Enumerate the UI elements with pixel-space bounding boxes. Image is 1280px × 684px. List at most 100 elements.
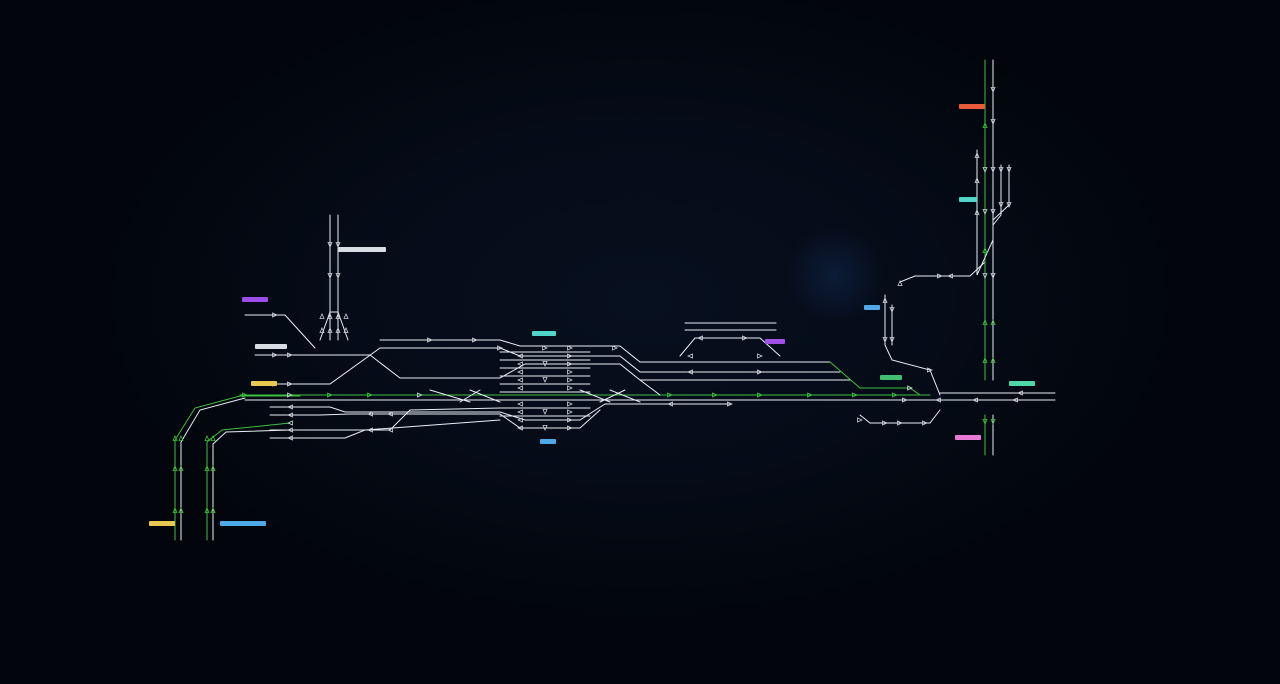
- signal-icon[interactable]: [242, 392, 248, 398]
- signal-icon[interactable]: [982, 419, 988, 425]
- signal-icon[interactable]: [982, 209, 988, 215]
- signal-icon[interactable]: [990, 209, 996, 215]
- signal-icon[interactable]: [742, 335, 748, 341]
- signal-icon[interactable]: [974, 152, 980, 158]
- signal-icon[interactable]: [727, 401, 733, 407]
- signal-icon[interactable]: [172, 507, 178, 513]
- signal-icon[interactable]: [567, 417, 573, 423]
- signal-icon[interactable]: [687, 353, 693, 359]
- crossover[interactable]: [469, 389, 501, 403]
- signal-icon[interactable]: [542, 345, 548, 351]
- signal-icon[interactable]: [387, 411, 393, 417]
- signal-icon[interactable]: [807, 392, 813, 398]
- signal-icon[interactable]: [982, 273, 988, 279]
- signal-icon[interactable]: [907, 385, 913, 391]
- signal-icon[interactable]: [972, 397, 978, 403]
- signal-icon[interactable]: [998, 167, 1004, 173]
- track-right-upper[interactable]: [679, 337, 781, 357]
- station-label[interactable]: [251, 381, 277, 386]
- track-right-upper-curve[interactable]: [899, 261, 986, 283]
- station-label[interactable]: [242, 297, 268, 302]
- signal-icon[interactable]: [990, 319, 996, 325]
- signal-icon[interactable]: [335, 242, 341, 248]
- station-label[interactable]: [959, 104, 985, 109]
- track-right-branch[interactable]: [884, 294, 941, 396]
- signal-icon[interactable]: [367, 411, 373, 417]
- track-upper-3[interactable]: [379, 339, 831, 363]
- signal-icon[interactable]: [178, 507, 184, 513]
- signal-icon[interactable]: [272, 312, 278, 318]
- track-left-approach-2[interactable]: [180, 397, 246, 541]
- signal-icon[interactable]: [667, 401, 673, 407]
- signal-icon[interactable]: [427, 337, 433, 343]
- signal-icon[interactable]: [178, 465, 184, 471]
- signal-icon[interactable]: [667, 392, 673, 398]
- station-label[interactable]: [255, 344, 287, 349]
- signal-icon[interactable]: [982, 319, 988, 325]
- signal-icon[interactable]: [517, 425, 523, 431]
- track-left-approach-1[interactable]: [174, 395, 301, 541]
- signal-icon[interactable]: [367, 392, 373, 398]
- signal-icon[interactable]: [287, 427, 293, 433]
- signal-icon[interactable]: [567, 345, 573, 351]
- station-label[interactable]: [765, 339, 785, 344]
- signal-icon[interactable]: [757, 353, 763, 359]
- signal-icon[interactable]: [210, 435, 216, 441]
- signal-icon[interactable]: [892, 392, 898, 398]
- signal-icon[interactable]: [335, 313, 341, 319]
- signal-icon[interactable]: [982, 247, 988, 253]
- track-left-approach-4[interactable]: [212, 429, 291, 541]
- signal-icon[interactable]: [922, 420, 928, 426]
- signal-icon[interactable]: [1006, 167, 1012, 173]
- signal-icon[interactable]: [172, 435, 178, 441]
- signal-icon[interactable]: [882, 297, 888, 303]
- signal-icon[interactable]: [272, 352, 278, 358]
- signal-icon[interactable]: [517, 353, 523, 359]
- track-lower-1[interactable]: [269, 403, 731, 421]
- signal-icon[interactable]: [1012, 397, 1018, 403]
- signal-icon[interactable]: [567, 377, 573, 383]
- track-left-approach-3[interactable]: [206, 422, 291, 541]
- signal-icon[interactable]: [757, 369, 763, 375]
- crossover[interactable]: [459, 389, 481, 403]
- station-label[interactable]: [959, 197, 977, 202]
- signal-icon[interactable]: [287, 381, 293, 387]
- track-east-ladder-3[interactable]: [992, 164, 1010, 221]
- signal-icon[interactable]: [542, 361, 548, 367]
- signal-icon[interactable]: [327, 327, 333, 333]
- track-right-green[interactable]: [829, 361, 921, 396]
- signal-icon[interactable]: [517, 409, 523, 415]
- crossover[interactable]: [639, 379, 661, 396]
- signal-icon[interactable]: [172, 465, 178, 471]
- signal-icon[interactable]: [319, 327, 325, 333]
- signal-icon[interactable]: [567, 369, 573, 375]
- station-label[interactable]: [220, 521, 266, 526]
- signal-icon[interactable]: [517, 385, 523, 391]
- station-label[interactable]: [338, 247, 386, 252]
- signal-icon[interactable]: [335, 327, 341, 333]
- crossover[interactable]: [609, 389, 641, 403]
- signal-icon[interactable]: [472, 337, 478, 343]
- track-lower-2[interactable]: [269, 409, 601, 429]
- signal-icon[interactable]: [343, 327, 349, 333]
- track-upper-2[interactable]: [254, 354, 851, 381]
- signal-icon[interactable]: [882, 420, 888, 426]
- signal-icon[interactable]: [852, 392, 858, 398]
- signal-icon[interactable]: [327, 392, 333, 398]
- track-north-fan[interactable]: [319, 311, 349, 341]
- signal-icon[interactable]: [612, 345, 618, 351]
- signal-icon[interactable]: [567, 425, 573, 431]
- signal-icon[interactable]: [210, 507, 216, 513]
- signal-icon[interactable]: [974, 177, 980, 183]
- track-east-ladder[interactable]: [976, 149, 994, 276]
- signal-icon[interactable]: [974, 209, 980, 215]
- track-lower-3[interactable]: [269, 407, 501, 431]
- signal-icon[interactable]: [902, 397, 908, 403]
- signal-icon[interactable]: [990, 357, 996, 363]
- station-label[interactable]: [149, 521, 175, 526]
- signal-icon[interactable]: [287, 352, 293, 358]
- signal-icon[interactable]: [542, 409, 548, 415]
- crossover[interactable]: [599, 389, 626, 403]
- signal-icon[interactable]: [517, 417, 523, 423]
- signal-icon[interactable]: [1017, 390, 1023, 396]
